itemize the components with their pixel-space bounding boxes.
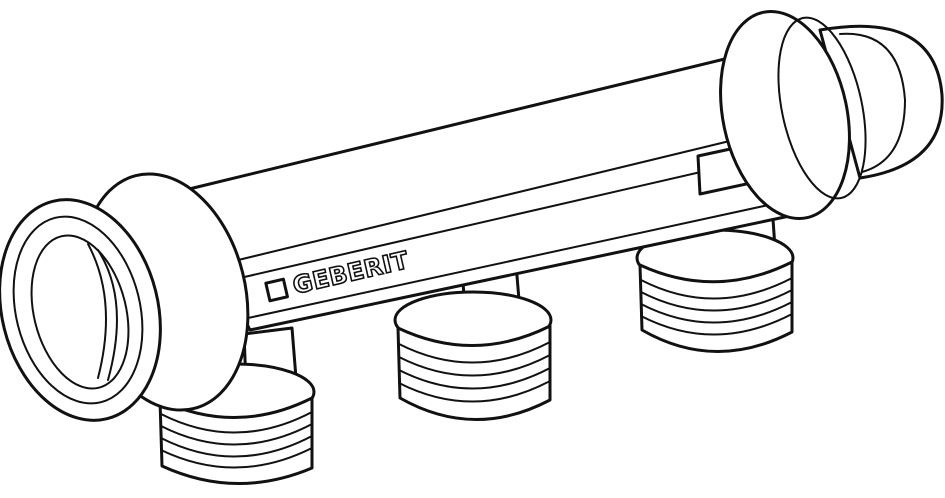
outlet-right-thread-3 (640, 301, 793, 324)
outlet-middle-thread-4 (398, 380, 551, 403)
pipe-edge-upper (229, 123, 801, 263)
left-end-bore-seal-1 (97, 249, 118, 381)
right-end-fitting (719, 9, 944, 221)
outlet-right-thread-2 (640, 289, 793, 312)
left-end-bore (30, 234, 130, 390)
outlet-left-thread-1 (160, 411, 313, 434)
outlet-left-thread-4 (160, 447, 313, 469)
left-end-inner-ring (12, 215, 144, 405)
outlet-left-thread-2 (160, 423, 313, 446)
right-end-collar (719, 9, 851, 221)
pipe-edge-bottom (247, 195, 811, 319)
outlet-left-thread-3 (160, 435, 313, 458)
outlet-middle-thread-2 (398, 354, 551, 377)
logo-square-icon (264, 277, 289, 303)
outlet-right-thread-4 (640, 313, 793, 336)
outlet-middle-thread-3 (398, 367, 551, 390)
right-end-cap-groove (839, 32, 906, 173)
outlet-right-thread-1 (640, 277, 793, 300)
left-end-bore-seal-2 (87, 243, 107, 379)
right-end-collar-inner (777, 16, 867, 200)
left-end-fitting (0, 172, 250, 422)
outlet-middle-thread-1 (398, 341, 551, 364)
